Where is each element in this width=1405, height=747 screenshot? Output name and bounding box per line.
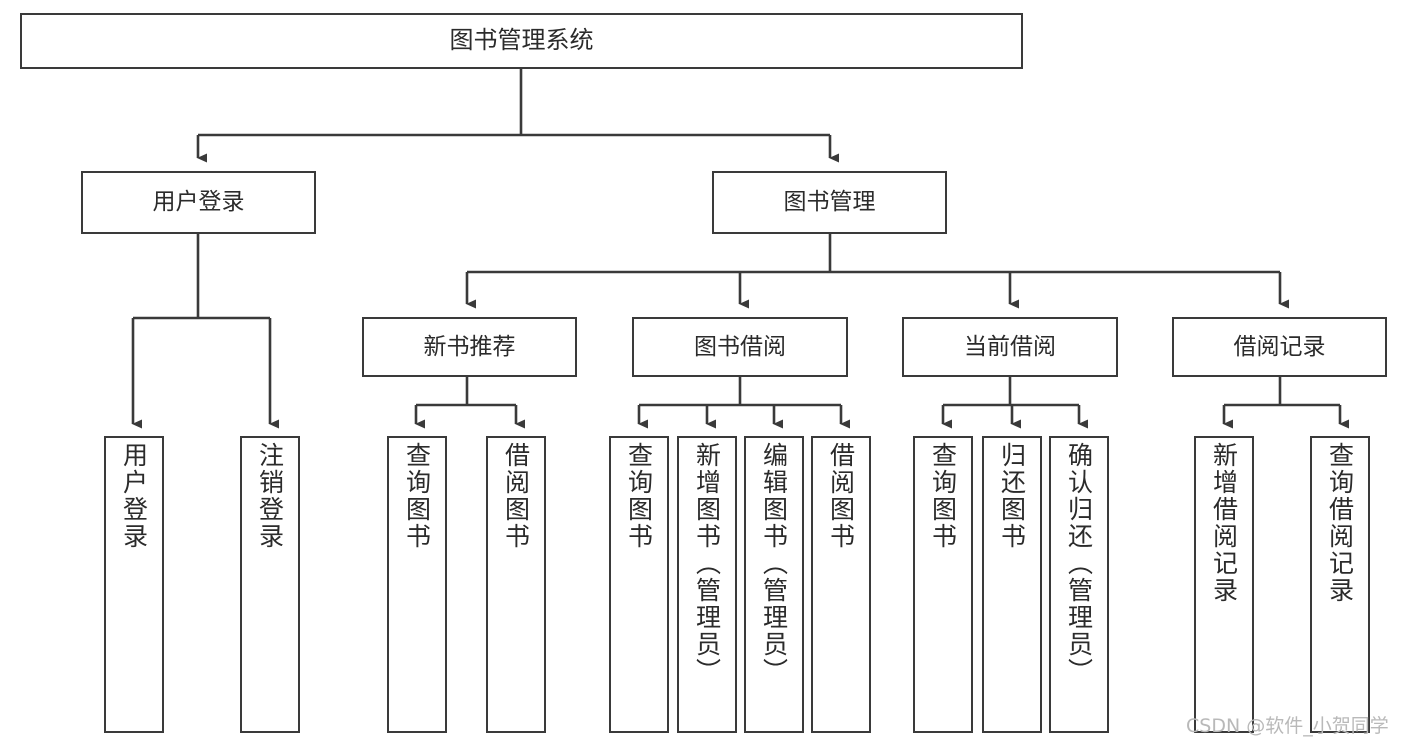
node-label: 借阅图书	[501, 442, 531, 550]
node-label: 图书管理系统	[449, 26, 594, 55]
node-root-book-management-system[interactable]: 图书管理系统	[20, 13, 1023, 69]
node-label: 查询图书	[402, 442, 432, 550]
node-label: 新增图书（管理员）	[692, 442, 722, 685]
node-label: 用户登录	[119, 442, 149, 550]
node-leaf-logout-login[interactable]: 注销登录	[240, 436, 300, 733]
node-new-book-recommend[interactable]: 新书推荐	[362, 317, 577, 377]
node-label: 归还图书	[997, 442, 1027, 550]
node-borrow-record[interactable]: 借阅记录	[1172, 317, 1387, 377]
node-leaf-user-login[interactable]: 用户登录	[104, 436, 164, 733]
node-leaf-add-record[interactable]: 新增借阅记录	[1194, 436, 1254, 733]
node-current-borrow[interactable]: 当前借阅	[902, 317, 1118, 377]
node-label: 当前借阅	[964, 333, 1056, 360]
node-label: 图书借阅	[694, 333, 786, 360]
node-label: 查询图书	[624, 442, 654, 550]
node-leaf-borrow-book-2[interactable]: 借阅图书	[811, 436, 871, 733]
node-label: 新增借阅记录	[1209, 442, 1239, 604]
node-leaf-query-book-2[interactable]: 查询图书	[609, 436, 669, 733]
node-label: 新书推荐	[423, 333, 516, 360]
node-leaf-borrow-book-1[interactable]: 借阅图书	[486, 436, 546, 733]
node-label: 借阅记录	[1233, 333, 1326, 360]
node-label: 查询图书	[928, 442, 958, 550]
node-leaf-add-book[interactable]: 新增图书（管理员）	[677, 436, 737, 733]
node-leaf-query-book-1[interactable]: 查询图书	[387, 436, 447, 733]
node-label: 确认归还（管理员）	[1064, 442, 1094, 685]
node-label: 注销登录	[255, 442, 285, 550]
node-book-management[interactable]: 图书管理	[712, 171, 947, 234]
node-label: 用户登录	[152, 189, 245, 216]
node-leaf-return-book[interactable]: 归还图书	[982, 436, 1042, 733]
csdn-watermark: CSDN @软件_小贺同学	[1186, 715, 1389, 737]
node-label: 图书管理	[783, 189, 876, 216]
node-leaf-edit-book[interactable]: 编辑图书（管理员）	[744, 436, 804, 733]
node-label: 编辑图书（管理员）	[759, 442, 789, 685]
node-label: 借阅图书	[826, 442, 856, 550]
node-book-borrow[interactable]: 图书借阅	[632, 317, 848, 377]
node-leaf-query-book-3[interactable]: 查询图书	[913, 436, 973, 733]
node-user-login[interactable]: 用户登录	[81, 171, 316, 234]
node-label: 查询借阅记录	[1325, 442, 1355, 604]
node-leaf-query-record[interactable]: 查询借阅记录	[1310, 436, 1370, 733]
node-leaf-confirm-return[interactable]: 确认归还（管理员）	[1049, 436, 1109, 733]
